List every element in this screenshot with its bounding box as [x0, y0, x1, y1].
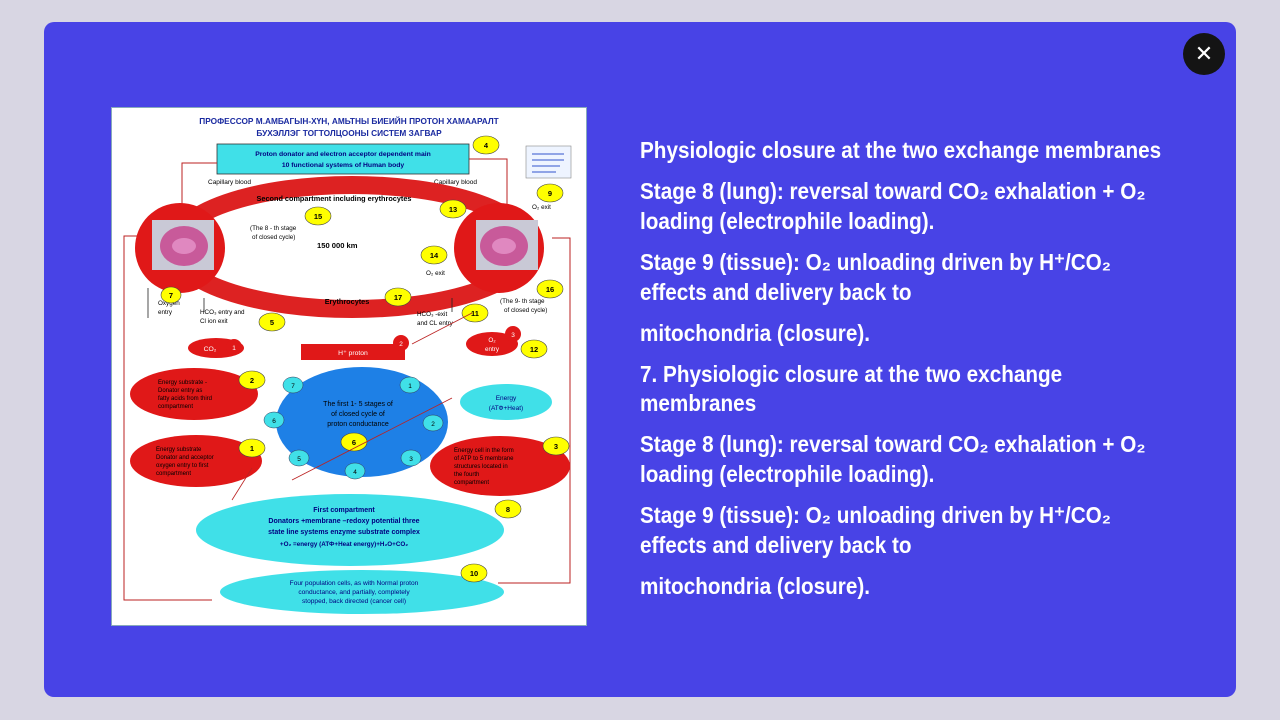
badge-8: 8 — [506, 505, 510, 514]
text-paragraph-7: Stage 9 (tissue): O₂ unloading driven by… — [640, 501, 1162, 560]
cycle-badge-2: 2 — [431, 421, 435, 428]
badge-5: 5 — [270, 318, 274, 327]
population-cells-1: Four population cells, as with Normal pr… — [290, 580, 419, 587]
badge-16: 16 — [546, 285, 554, 294]
text-line-2a: Stage 8 (lung): reversal toward CO₂ exha… — [640, 178, 1146, 204]
badge-10: 10 — [470, 569, 478, 578]
oxygen-entry-label-1: Oxygen — [158, 300, 180, 307]
stage8-label-b: of closed cycle) — [252, 234, 295, 241]
h-proton-badge-2: 2 — [399, 341, 403, 348]
second-compartment-label: Second compartment including erythrocyte… — [257, 194, 412, 203]
hco3-exit-label-1: HCO₃ -exit — [417, 311, 447, 318]
badge-13: 13 — [449, 205, 457, 214]
badge-2: 2 — [250, 376, 254, 385]
energy-cell-3: structures located in — [454, 464, 508, 470]
stages-1-5-line2: of closed cycle of — [331, 411, 385, 418]
energy-substrate2-4: compartment — [156, 471, 191, 477]
energy-substrate2-2: Donator and acceptor — [156, 455, 214, 461]
energy-cell-1: Energy cell in the form — [454, 448, 514, 454]
co2-label: CO₂ — [204, 346, 217, 353]
energy-substrate-3: fatty acids from third — [158, 396, 212, 402]
badge-14: 14 — [430, 251, 439, 260]
close-button[interactable]: ✕ — [1183, 33, 1225, 75]
text-paragraph-4: mitochondria (closure). — [640, 320, 871, 346]
badge-9: 9 — [548, 189, 552, 198]
close-icon: ✕ — [1194, 41, 1214, 67]
text-paragraph-1: Physiologic closure at the two exchange … — [640, 137, 1162, 163]
badge-7-left: 7 — [169, 291, 173, 300]
o2-badge-3: 3 — [511, 332, 515, 339]
text-paragraph-3: Stage 9 (tissue): O₂ unloading driven by… — [640, 248, 1162, 307]
badge-11: 11 — [471, 309, 479, 318]
text-paragraph-5: 7. Physiologic closure at the two exchan… — [640, 361, 1063, 416]
hco3-entry-label-1: HCO₃ entry and — [200, 309, 245, 316]
slide-text-block: Physiologic closure at the two exchange … — [640, 136, 1162, 613]
energy-substrate2-1: Energy substrate — [156, 447, 202, 453]
stage8-label: (The 8 - th stage — [250, 225, 297, 232]
slide-diagram-image: ПРОФЕССОР М.АМБАГЫН-ХҮН, АМЬТНЫ БИЕИЙН П… — [111, 107, 587, 626]
population-cells-2: conductance, and partially, completely — [298, 589, 410, 596]
energy-substrate-2: Donator entry as — [158, 388, 202, 394]
distance-label: 150 000 km — [317, 241, 358, 250]
badge-1: 1 — [250, 444, 254, 453]
energy-atp-2: (АТФ+Heat) — [489, 405, 523, 412]
hco3-entry-label-2: Cl ion exit — [200, 318, 228, 325]
energy-cell-4: the fourth — [454, 472, 479, 478]
oxygen-entry-label-2: entry — [158, 309, 173, 316]
stage9-label-b: of closed cycle) — [504, 307, 547, 314]
capillary-left: Capillary blood — [208, 179, 251, 186]
cycle-badge-5: 5 — [297, 456, 301, 463]
text-paragraph-8: mitochondria (closure). — [640, 573, 871, 599]
stage9-label: (The 9- th stage — [500, 298, 545, 305]
population-cells-3: stopped, back directed (cancer cell) — [302, 598, 406, 605]
text-paragraph-6: Stage 8 (lung): reversal toward CO₂ exha… — [640, 430, 1162, 489]
hco3-exit-label-2: and CL entry — [417, 320, 454, 327]
top-box-line2: 10 functional systems of Human body — [282, 162, 405, 169]
energy-substrate-4: compartment — [158, 404, 193, 410]
badge-12: 12 — [530, 345, 538, 354]
first-compartment-2: Donators +membrane –redoxy potential thr… — [268, 518, 419, 525]
text-line-3b: effects and delivery back to — [640, 279, 912, 305]
badge-4: 4 — [484, 141, 489, 150]
cycle-badge-1: 1 — [408, 383, 412, 390]
text-paragraph-2: Stage 8 (lung): reversal toward CO₂ exha… — [640, 177, 1162, 236]
badge-3: 3 — [554, 442, 558, 451]
diagram-title-line1: ПРОФЕССОР М.АМБАГЫН-ХҮН, АМЬТНЫ БИЕИЙН П… — [199, 115, 498, 126]
energy-substrate2-3: oxygen entry to first — [156, 463, 209, 469]
cycle-badge-7: 7 — [291, 383, 295, 390]
energy-cell-5: compartment — [454, 480, 489, 486]
badge-6-center: 6 — [352, 438, 356, 447]
energy-atp-1: Energy — [496, 395, 517, 402]
first-compartment-1: First compartment — [313, 507, 375, 514]
o2-entry-label-1: O₂ — [488, 337, 496, 344]
top-box-line1: Proton donator and electron acceptor dep… — [255, 151, 431, 158]
badge-17: 17 — [394, 293, 402, 302]
text-line-2b: loading (electrophile loading). — [640, 208, 935, 234]
text-line-7b: effects and delivery back to — [640, 532, 912, 558]
capillary-right: Capillary blood — [434, 179, 477, 186]
diagram-title-line2: БУХЭЛЛЭГ ТОГТОЛЦООНЫ СИСТЕМ ЗАГВАР — [256, 128, 442, 138]
energy-cell-2: of ATP to 5 membrane — [454, 456, 514, 462]
cycle-badge-4: 4 — [353, 469, 357, 476]
cycle-badge-3: 3 — [409, 456, 413, 463]
o2-entry-label-2: entry — [485, 346, 500, 353]
first-compartment-3: state line systems enzyme substrate comp… — [268, 529, 420, 536]
text-line-6b: loading (electrophile loading). — [640, 461, 935, 487]
stages-1-5-line1: The first 1- 5 stages of — [323, 401, 393, 408]
energy-substrate-1: Energy substrate - — [158, 380, 207, 386]
o2-exit-right-label: O₂ exit — [532, 204, 551, 211]
text-line-6a: Stage 8 (lung): reversal toward CO₂ exha… — [640, 431, 1146, 457]
erythrocytes-label: Erythrocytes — [325, 297, 370, 306]
text-line-7a: Stage 9 (tissue): O₂ unloading driven by… — [640, 502, 1111, 528]
cycle-badge-6: 6 — [272, 418, 276, 425]
first-compartment-4: +O₂ =energy (АТФ+Heat energy)+H₂O+CO₂ — [280, 541, 408, 548]
h-proton-label: H⁺ proton — [338, 350, 368, 357]
text-line-3a: Stage 9 (tissue): O₂ unloading driven by… — [640, 249, 1111, 275]
o2-exit-label: O₂ exit — [426, 270, 445, 277]
stages-1-5-line3: proton conductance — [327, 421, 389, 428]
badge-15: 15 — [314, 212, 322, 221]
co2-badge-1: 1 — [232, 345, 236, 352]
